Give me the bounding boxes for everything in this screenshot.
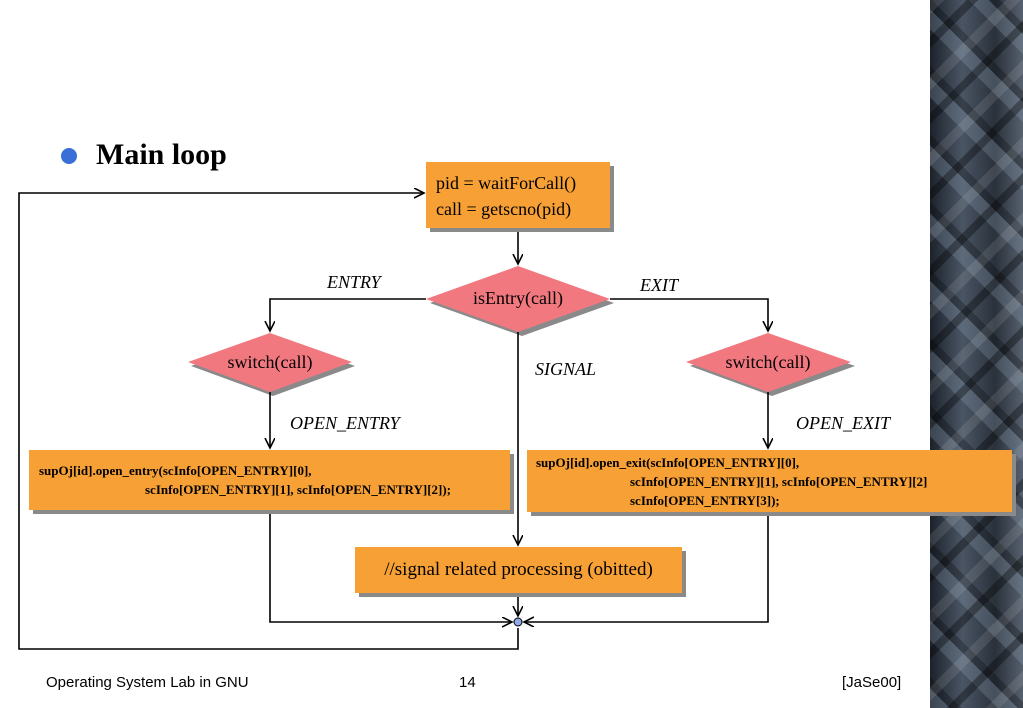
label-open-exit: OPEN_EXIT — [796, 413, 890, 433]
decision-is-entry — [426, 266, 610, 332]
label-signal: SIGNAL — [535, 359, 597, 379]
arrow-exit-branch — [610, 298, 768, 331]
open-entry-box: supOj[id].open_entry(scInfo[OPEN_ENTRY][… — [29, 450, 510, 510]
stone-texture-panel — [930, 0, 1023, 708]
label-exit: EXIT — [640, 275, 678, 295]
start-process-box: pid = waitForCall() call = getscno(pid) — [426, 162, 610, 228]
entry-box-line-2: scInfo[OPEN_ENTRY][1], scInfo[OPEN_ENTRY… — [145, 482, 452, 497]
arrow-entry-to-junction — [269, 510, 512, 622]
decision-entry-text: switch(call) — [227, 352, 313, 372]
footer-reference: [JaSe00] — [842, 674, 902, 691]
bullet-heading: Main loop — [96, 138, 227, 171]
start-box-line-1: pid = waitForCall() — [436, 173, 577, 193]
decision-exit-text: switch(call) — [725, 352, 811, 372]
footer-course-title: Operating System Lab in GNU — [46, 674, 249, 691]
bullet-icon — [61, 148, 77, 164]
footer-page-number: 14 — [459, 674, 476, 691]
junction-node — [513, 617, 523, 627]
signal-processing-box: //signal related processing (obitted) — [355, 547, 682, 593]
start-box-line-2: call = getscno(pid) — [436, 199, 572, 219]
exit-box-line-1: supOj[id].open_exit(scInfo[OPEN_ENTRY][0… — [536, 455, 800, 470]
arrow-entry-branch — [270, 298, 426, 331]
label-entry: ENTRY — [327, 272, 381, 292]
arrow-loop-back — [18, 193, 519, 650]
exit-box-line-2: scInfo[OPEN_ENTRY][1], scInfo[OPEN_ENTRY… — [630, 474, 928, 489]
open-exit-box: supOj[id].open_exit(scInfo[OPEN_ENTRY][0… — [527, 450, 1012, 512]
decision-main-text: isEntry(call) — [473, 288, 563, 308]
label-open-entry: OPEN_ENTRY — [290, 413, 400, 433]
exit-box-line-3: scInfo[OPEN_ENTRY[3]); — [630, 493, 780, 508]
arrow-exit-to-junction — [524, 512, 769, 622]
entry-box-line-1: supOj[id].open_entry(scInfo[OPEN_ENTRY][… — [39, 463, 312, 478]
decision-switch-exit — [686, 333, 851, 392]
decision-switch-entry — [188, 333, 352, 392]
